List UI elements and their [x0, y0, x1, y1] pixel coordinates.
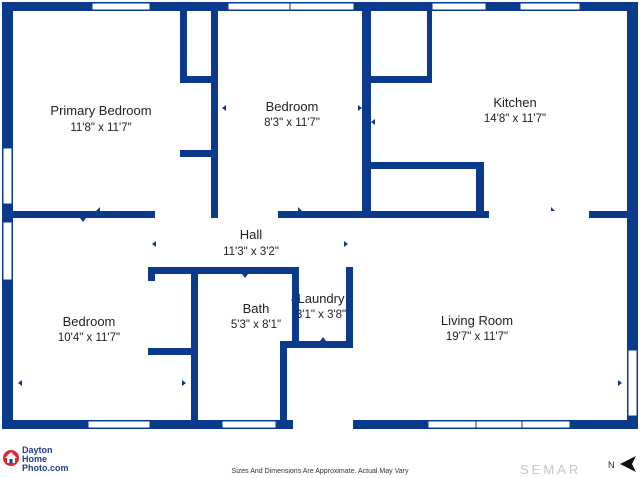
- laundry-name: Laundry: [298, 291, 345, 306]
- room-labels: Primary Bedroom 11'8" x 11'7" Bedroom 8'…: [50, 95, 546, 344]
- living-room-name: Living Room: [441, 313, 513, 328]
- window-dividers: [289, 3, 523, 428]
- kitchen-name: Kitchen: [493, 95, 536, 110]
- house-logo-icon: [3, 450, 19, 466]
- north-arrow-icon: N: [608, 456, 636, 472]
- watermark-text: SEMAR: [520, 462, 582, 477]
- brand-line-1: Dayton: [22, 445, 53, 455]
- brand-line-2: Home: [22, 454, 48, 464]
- svg-text:N: N: [608, 460, 615, 470]
- brand-logo: Dayton Home Photo.com: [2, 446, 82, 474]
- bath-name: Bath: [243, 301, 270, 316]
- bedroom-top-dims: 8'3" x 11'7": [264, 117, 320, 129]
- openings: [155, 211, 589, 429]
- bath-dims: 5'3" x 8'1": [231, 319, 281, 331]
- kitchen-dims: 14'8" x 11'7": [484, 113, 546, 125]
- hall-dims: 11'3" x 3'2": [223, 246, 279, 258]
- door-markers: [18, 105, 622, 386]
- bedroom-top-name: Bedroom: [266, 99, 319, 114]
- brand-line-3: Photo.com: [22, 463, 69, 473]
- primary-bedroom-dims: 11'8" x 11'7": [70, 122, 131, 134]
- disclaimer-text: Sizes And Dimensions Are Approximate. Ac…: [231, 468, 409, 475]
- living-room-dims: 19'7" x 11'7": [446, 331, 508, 343]
- windows: [2, 2, 638, 429]
- bedroom-left-dims: 10'4" x 11'7": [58, 332, 120, 344]
- bedroom-left-name: Bedroom: [63, 314, 116, 329]
- laundry-dims: 3'1" x 3'8": [296, 309, 346, 321]
- primary-bedroom-name: Primary Bedroom: [50, 103, 151, 118]
- hall-name: Hall: [240, 227, 263, 242]
